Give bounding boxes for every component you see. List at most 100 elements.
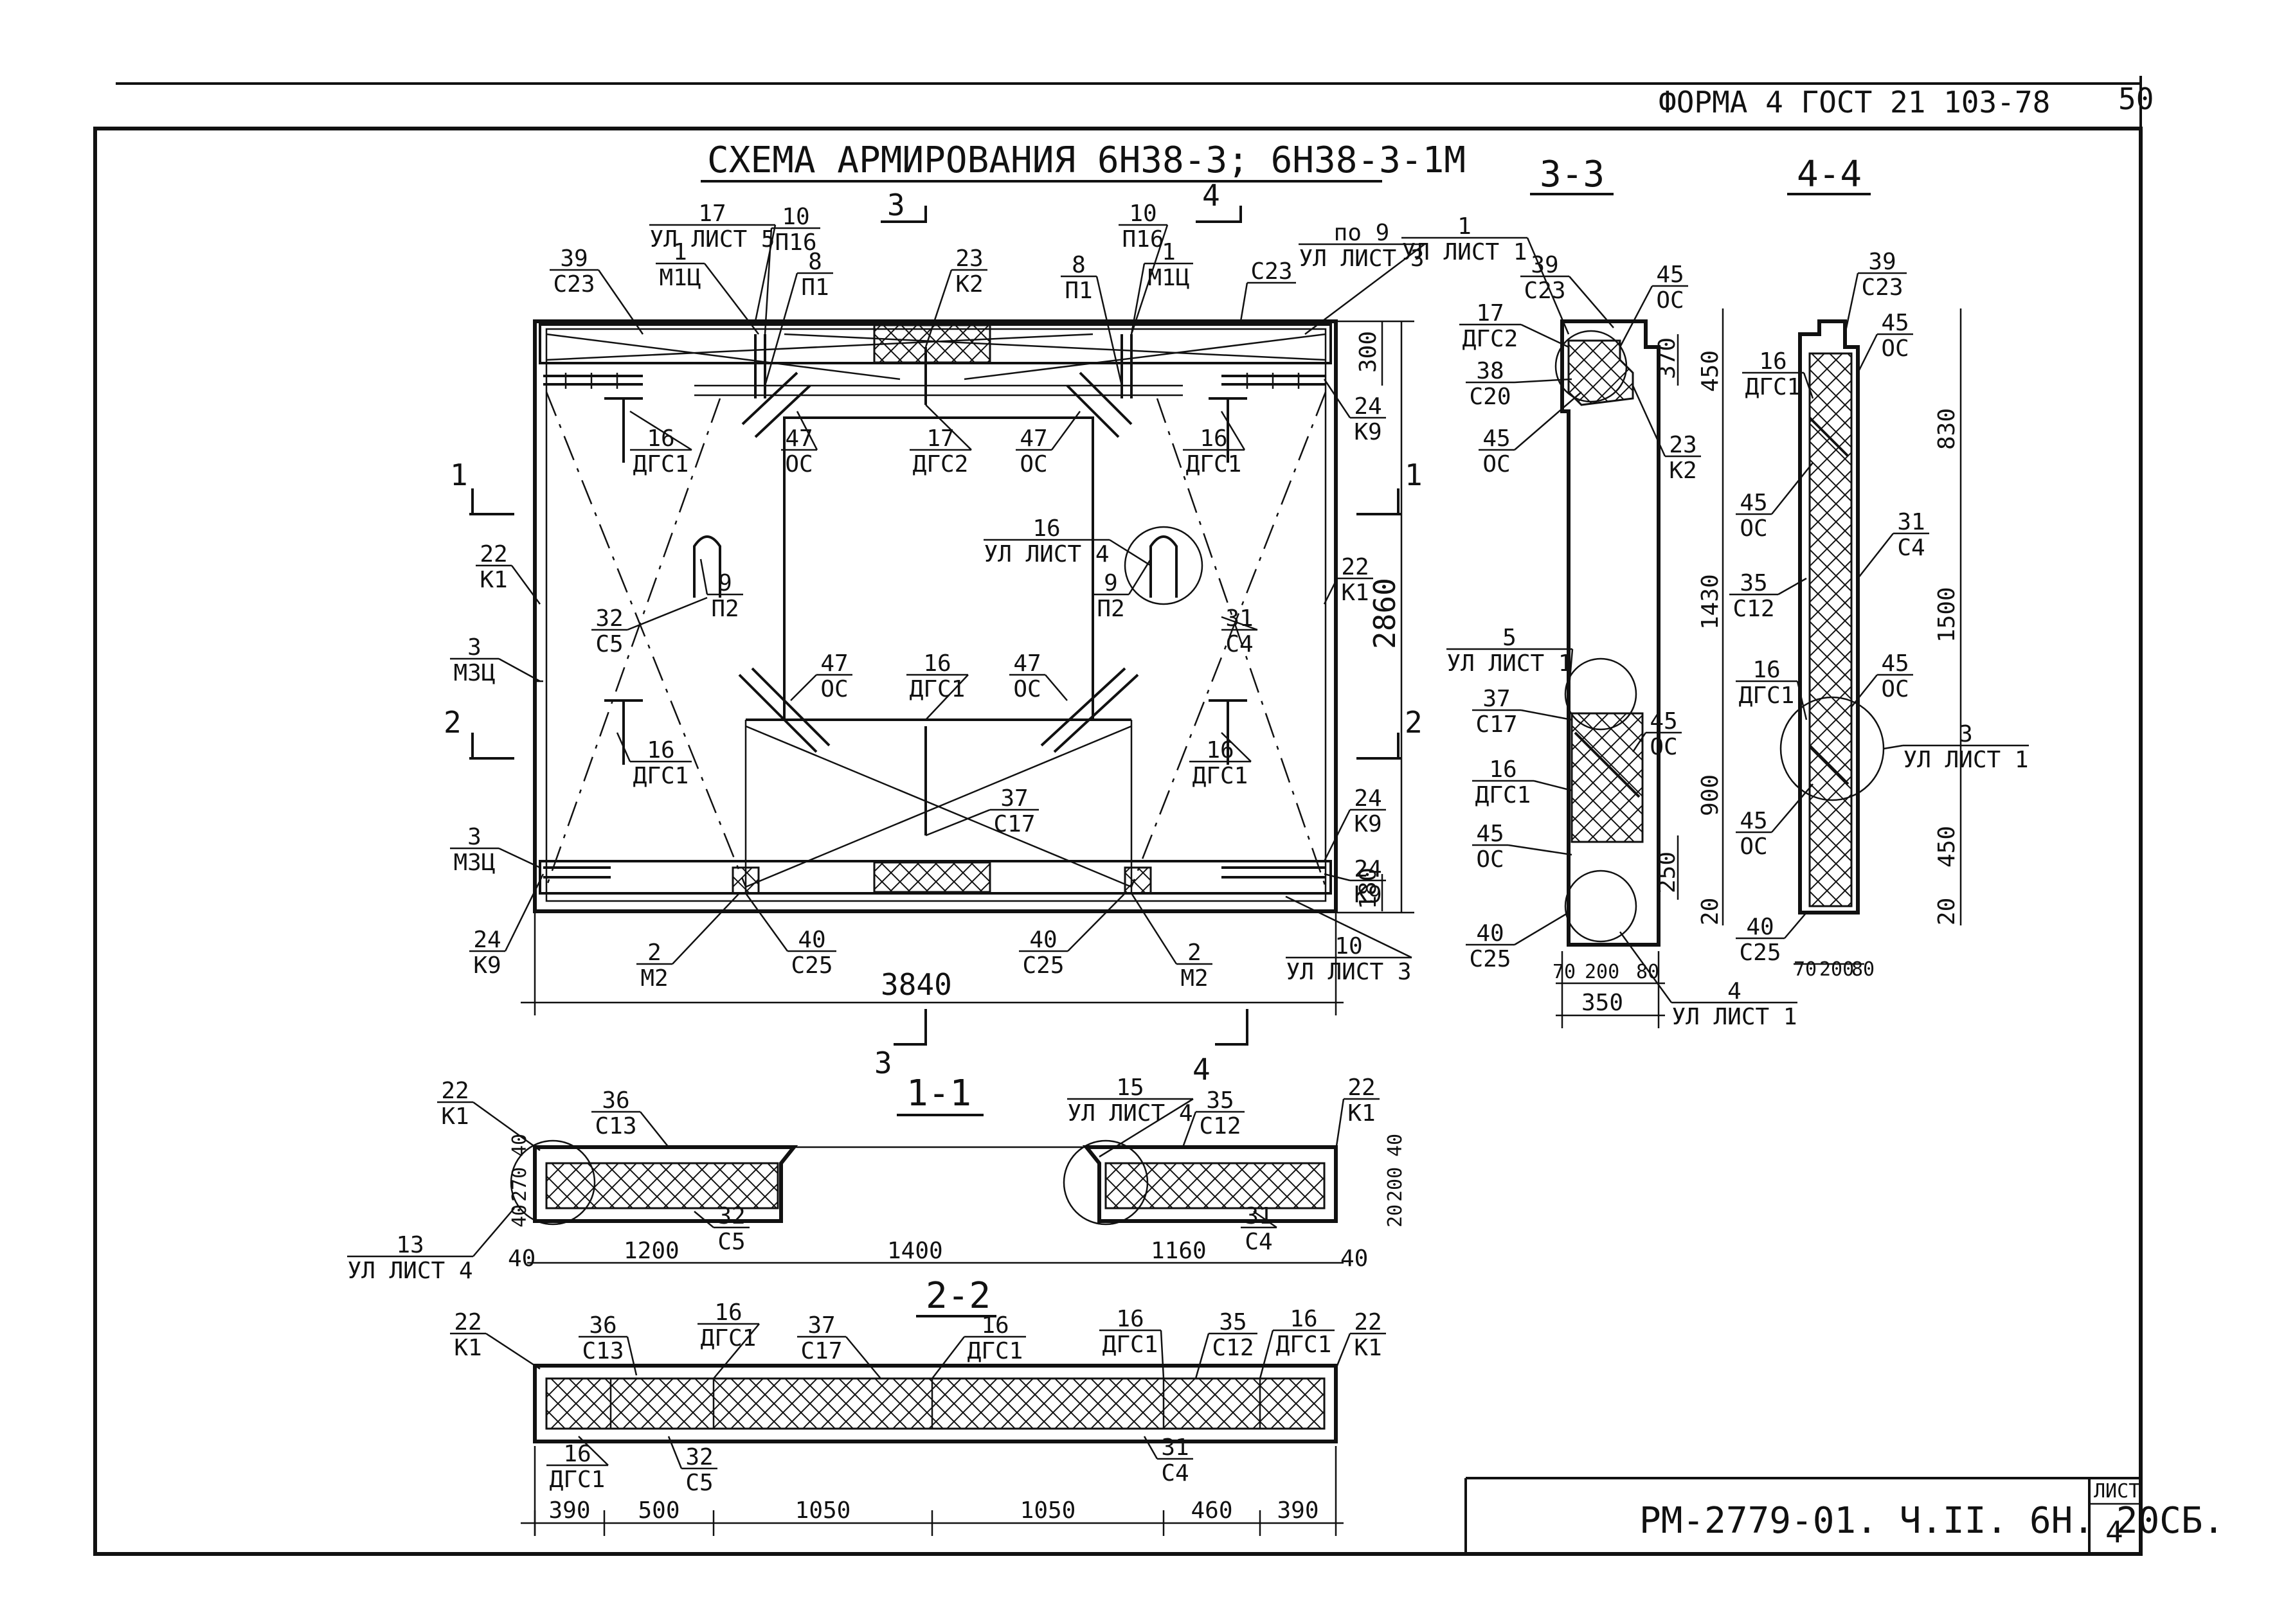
callout-designation: П1 <box>1065 278 1092 304</box>
callout-number: С23 <box>1250 258 1292 285</box>
s11-l40: 40 <box>509 1134 531 1157</box>
callout-designation: К9 <box>473 952 501 979</box>
callout-designation: С5 <box>717 1229 745 1255</box>
drawing-code: РМ-2779-01. Ч.II. 6Н. 20СБ. <box>1639 1500 2224 1542</box>
callout-designation: ОС <box>1881 335 1909 362</box>
s22-dim-0: 390 <box>548 1497 590 1524</box>
callout-designation: К1 <box>1347 1100 1375 1127</box>
callout-main-callouts-38: 2М2 <box>1130 893 1212 992</box>
callout-number: 45 <box>1482 425 1510 452</box>
s33-w200: 200 <box>1585 961 1619 983</box>
callout-designation: П2 <box>711 596 739 622</box>
callout-main-callouts-4: 8П1 <box>764 249 833 386</box>
dim-180: 180 <box>1355 868 1382 909</box>
callout-number: 32 <box>595 605 623 632</box>
callout-number: 38 <box>1476 358 1504 384</box>
callout-main-callouts-22: 9П2 <box>1093 558 1152 622</box>
s11-b40: 40 <box>508 1245 536 1272</box>
section-3-3: 3-3 370 450 1430 900 250 20 70 200 80 35… <box>1530 154 1724 1028</box>
callout-designation: П1 <box>801 274 829 301</box>
callout-number: 17 <box>1476 300 1504 326</box>
mesh-ladders <box>543 373 1326 879</box>
callout-designation: С5 <box>685 1470 713 1496</box>
callout-designation: С5 <box>595 631 623 657</box>
callout-designation: ДГС1 <box>1745 374 1801 400</box>
callout-designation: С25 <box>791 952 833 979</box>
callout-number: 32 <box>685 1444 713 1470</box>
callout-number: 16 <box>714 1299 742 1326</box>
callout-number: 45 <box>1740 490 1767 516</box>
callout-number: 23 <box>955 245 983 272</box>
callout-designation: К2 <box>955 271 983 298</box>
callout-number: 1 <box>1457 213 1472 240</box>
callout-number: 16 <box>647 425 674 452</box>
callout-s33-callouts-7: 5УЛ ЛИСТ 1 <box>1446 625 1574 695</box>
callout-number: 8 <box>808 249 822 275</box>
callout-designation: С12 <box>1733 596 1774 622</box>
callout-number: 10 <box>1129 201 1156 227</box>
callout-designation: ДГС1 <box>968 1338 1023 1364</box>
s11-r40: 40 <box>1384 1134 1407 1157</box>
callout-number: 1 <box>1162 239 1176 265</box>
callout-designation: ДГС1 <box>910 676 966 702</box>
section-4-4-title: 4-4 <box>1797 154 1862 195</box>
callout-designation: ОС <box>1740 515 1767 542</box>
callout-designation: ОС <box>1740 834 1767 860</box>
callout-number: 36 <box>602 1087 629 1114</box>
callout-number: 3 <box>467 634 482 661</box>
callout-number: 31 <box>1225 605 1253 632</box>
callout-number: 45 <box>1881 650 1909 677</box>
section-1-1: 1-1 40 1200 1400 1160 40 40 270 40 40 20… <box>508 1073 1407 1272</box>
s33-dim-1430: 1430 <box>1697 574 1724 630</box>
callout-designation: М2 <box>640 965 668 992</box>
callout-number: 16 <box>1290 1306 1317 1332</box>
callout-number: 40 <box>1029 927 1057 953</box>
callout-designation: ОС <box>1650 734 1677 760</box>
callout-designation: К9 <box>1354 882 1382 908</box>
callout-number: 3 <box>467 824 482 850</box>
callout-number: 2 <box>1187 940 1202 966</box>
callout-designation: С13 <box>595 1113 636 1139</box>
callout-designation: ОС <box>1013 676 1041 702</box>
s44-w200: 200 <box>1819 958 1854 981</box>
s22-dim-1: 500 <box>638 1497 680 1524</box>
callout-main-callouts-9: С23 <box>1239 258 1296 322</box>
callout-designation: С4 <box>1161 1460 1189 1486</box>
callout-designation: ОС <box>1020 451 1047 477</box>
callout-number: 2 <box>647 940 662 966</box>
callout-designation: С13 <box>582 1338 624 1364</box>
s11-l270: 270 <box>509 1167 531 1202</box>
s11-b1160: 1160 <box>1151 1238 1207 1264</box>
s22-dim-4: 460 <box>1191 1497 1232 1524</box>
section-1-1-title: 1-1 <box>906 1073 971 1114</box>
callout-number: 9 <box>718 570 732 596</box>
callout-number: 16 <box>1759 348 1787 375</box>
s11-b1200: 1200 <box>624 1238 680 1264</box>
callout-designation: УЛ ЛИСТ 1 <box>1401 239 1527 265</box>
callout-number: 10 <box>782 204 809 230</box>
s33-dim-450: 450 <box>1697 350 1724 392</box>
callout-designation: С12 <box>1212 1335 1254 1361</box>
